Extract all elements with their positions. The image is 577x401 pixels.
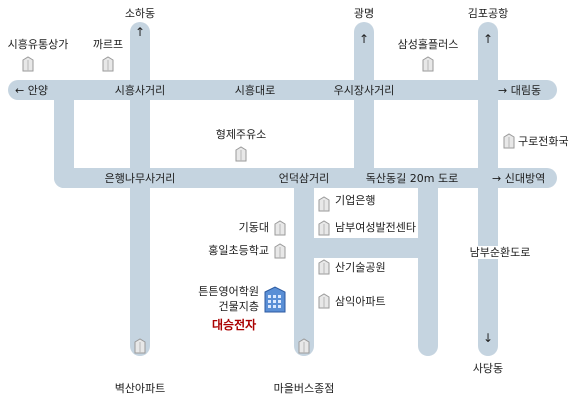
road-nambu-ring (478, 22, 498, 356)
dir-daerimdong: → 대림동 (498, 84, 542, 97)
building-icon (318, 220, 330, 236)
landmark-siheung-market: 시흥유통상가 (7, 38, 69, 51)
building-icon (318, 293, 330, 309)
landmark-women-center: 남부여성발전센타 (335, 221, 416, 234)
building-icon (274, 243, 286, 259)
building-icon (298, 338, 310, 354)
building-icon (102, 56, 114, 72)
road-label-doksan: 독산동길 20m 도로 (365, 172, 459, 185)
dir-sohadong: 소하동 (124, 7, 156, 20)
road-eondeok (294, 168, 314, 356)
office-tower-icon (264, 286, 286, 313)
landmark-samsung-plaza: 삼성홀플러스 (397, 38, 459, 51)
landmark-gas-station: 형제주유소 (215, 128, 267, 141)
landmark-bus-terminal: 마을버스종점 (273, 382, 335, 395)
dir-sindaebang: → 신대방역 (492, 172, 546, 185)
landmark-academy-line1: 튼튼영어학원 (198, 285, 259, 298)
dir-gimpo: 김포공항 (467, 7, 509, 20)
landmark-industrial-park: 산기술공원 (335, 261, 386, 274)
road-gwangmyeong (354, 22, 374, 188)
road-inner-right (418, 168, 438, 356)
landmark-ibk-bank: 기업은행 (335, 194, 376, 207)
landmark-academy-line2: 건물지층 (218, 300, 259, 313)
arrow-up-gwangmyeong: ↑ (358, 32, 370, 46)
road-label-eondeok: 언덕삼거리 (278, 172, 330, 185)
destination-label: 대승전자 (212, 318, 257, 332)
building-icon (503, 133, 515, 149)
landmark-hongil-school: 홍일초등학교 (208, 244, 269, 257)
road-label-siheung-daero: 시흥대로 (234, 84, 276, 97)
dir-anyang: ← 안양 (15, 84, 48, 97)
landmark-gidong: 기동대 (238, 221, 269, 234)
landmark-guro-office: 구로전화국 (518, 135, 569, 148)
arrow-up-sohadong: ↑ (134, 25, 146, 39)
building-icon (274, 220, 286, 236)
dir-sadang: 사당동 (472, 362, 504, 375)
road-left-vertical (130, 22, 150, 356)
landmark-carrefour: 까르프 (92, 38, 124, 51)
building-icon (235, 146, 247, 162)
arrow-up-gimpo: ↑ (482, 32, 494, 46)
arrow-down-sadang: ↓ (482, 331, 494, 345)
landmark-samik-apt: 삼익아파트 (335, 295, 386, 308)
landmark-byeoksan-apt: 벽산아파트 (114, 382, 166, 395)
road-label-usijang: 우시장사거리 (333, 84, 395, 97)
building-icon (134, 338, 146, 354)
dir-gwangmyeong: 광명 (353, 7, 375, 20)
road-lower-connector (294, 238, 438, 258)
road-label-siheung-junction: 시흥사거리 (114, 84, 166, 97)
road-label-nambu-ring: 남부순환도로 (467, 246, 533, 259)
building-icon (318, 196, 330, 212)
building-icon (318, 259, 330, 275)
building-icon (422, 56, 434, 72)
road-label-eunhaeng: 은행나무사거리 (104, 172, 176, 185)
building-icon (22, 56, 34, 72)
road-siheung-daero (8, 80, 557, 100)
road-far-left-connector (54, 80, 74, 188)
